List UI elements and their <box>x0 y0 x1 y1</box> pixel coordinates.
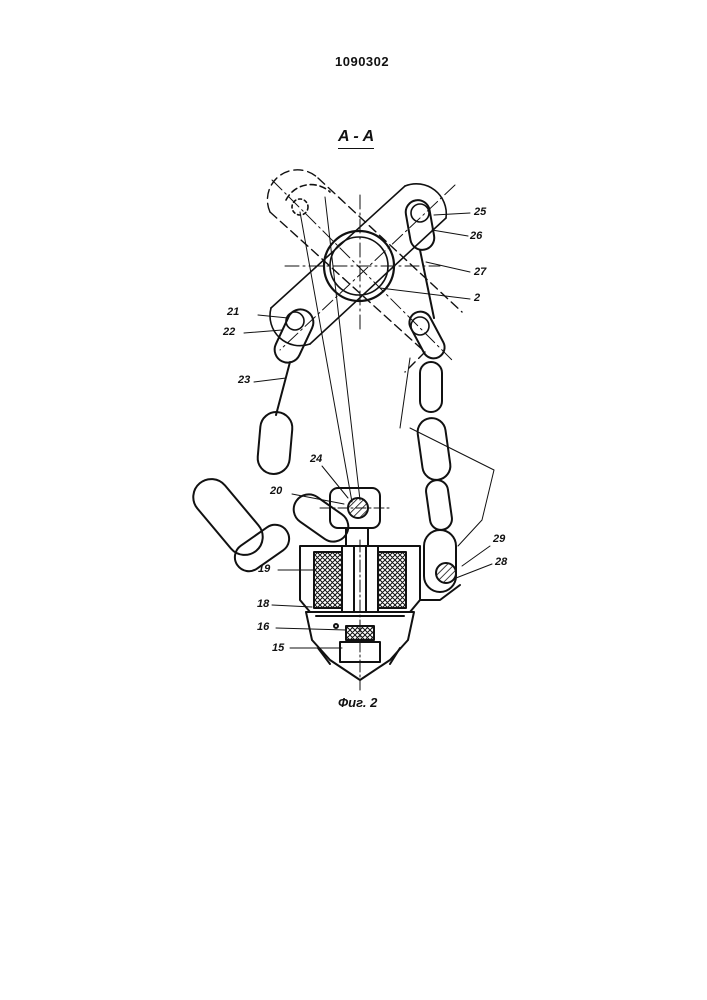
label-29: 29 <box>493 533 505 545</box>
label-25: 25 <box>474 206 486 218</box>
label-21: 21 <box>227 306 239 318</box>
pin-25 <box>411 204 429 222</box>
alternate-arm-dashed <box>267 170 462 372</box>
clevis-bracket <box>320 488 392 546</box>
main-arm <box>270 184 446 346</box>
right-chain <box>404 198 456 592</box>
label-28: 28 <box>495 556 507 568</box>
label-22: 22 <box>223 326 235 338</box>
left-chain <box>186 305 354 577</box>
label-24: 24 <box>310 453 322 465</box>
label-16: 16 <box>257 621 269 633</box>
label-26: 26 <box>470 230 482 242</box>
label-27: 27 <box>474 266 486 278</box>
label-18: 18 <box>257 598 269 610</box>
tie-lines <box>300 197 360 502</box>
label-23: 23 <box>238 374 250 386</box>
motor-housing <box>300 540 460 690</box>
figure-caption: Фиг. 2 <box>338 695 377 710</box>
label-2: 2 <box>474 292 480 304</box>
label-19: 19 <box>258 563 270 575</box>
label-15: 15 <box>272 642 284 654</box>
label-20: 20 <box>270 485 282 497</box>
right-tie-lines <box>400 358 494 546</box>
